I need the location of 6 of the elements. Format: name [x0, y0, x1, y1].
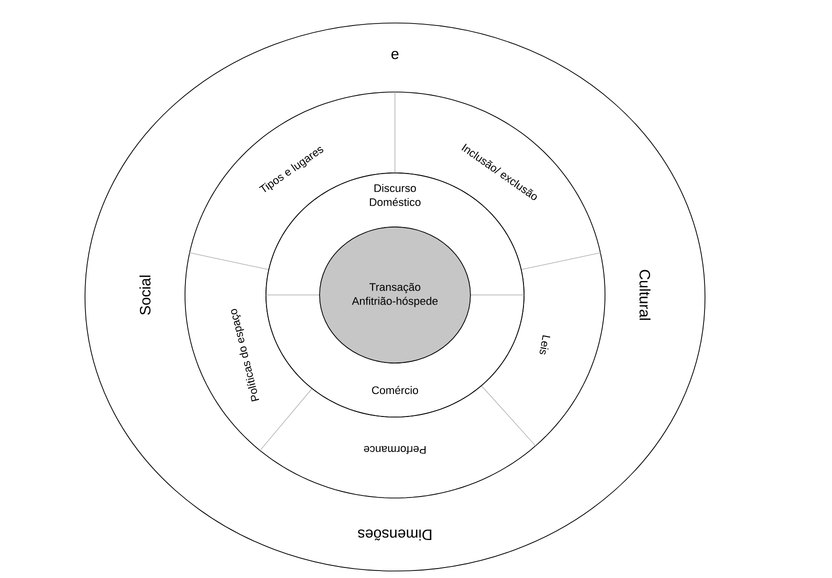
ring-segment: Leis	[480, 252, 606, 446]
node-label: Leis	[540, 335, 550, 355]
ring-segment: Políticas do espaço	[184, 252, 312, 451]
node-label: Políticas do espaço	[231, 309, 260, 402]
node-label: Performance	[364, 446, 426, 454]
node-label: Comércio	[372, 386, 418, 394]
